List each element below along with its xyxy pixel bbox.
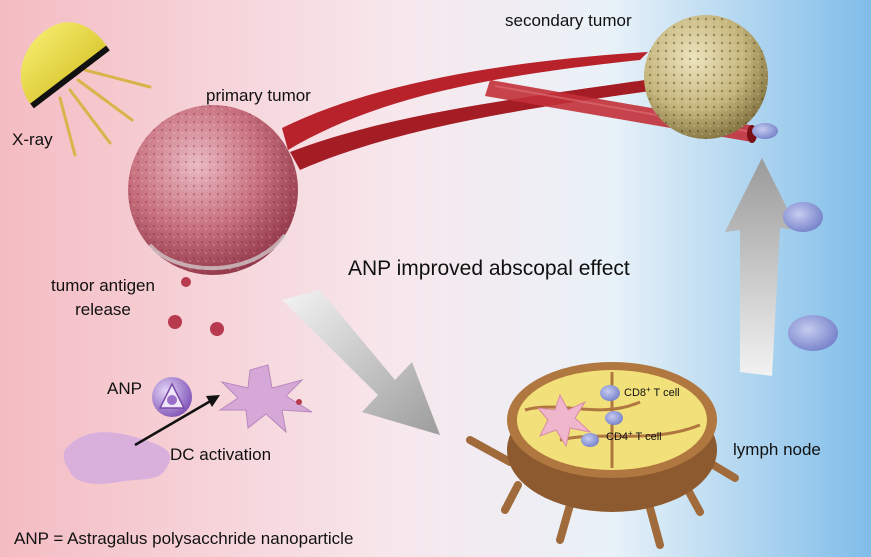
primary-tumor-label: primary tumor — [206, 86, 311, 105]
xray-source-icon — [20, 22, 152, 157]
activated-dc-icon — [218, 364, 313, 434]
xray-label: X-ray — [12, 130, 53, 149]
footnote: ANP = Astragalus polysacchride nanoparti… — [14, 529, 353, 548]
lymph-node-label: lymph node — [733, 440, 821, 459]
diagram-title: ANP improved abscopal effect — [348, 257, 630, 280]
dc-antigen — [296, 399, 302, 405]
tumor-antigen-label-line1: tumor antigen — [51, 276, 155, 295]
resting-dc-icon — [63, 432, 171, 484]
dc-activation-label: DC activation — [170, 445, 271, 464]
tumor-antigen-particles — [168, 277, 224, 336]
tumor-antigen-label-line2: release — [75, 300, 131, 319]
arrow-to-lymph-node — [282, 290, 440, 435]
anp-label: ANP — [107, 379, 142, 398]
cd4-label: CD4+ T cell — [606, 429, 662, 443]
anp-nanoparticle-icon — [152, 377, 192, 417]
migrating-t-cells — [752, 123, 838, 351]
secondary-tumor-label: secondary tumor — [505, 11, 632, 30]
secondary-tumor — [644, 15, 768, 139]
activation-arrow-icon — [134, 395, 220, 447]
primary-tumor — [128, 105, 298, 275]
lymph-node — [466, 362, 739, 549]
arrow-to-secondary-tumor — [725, 158, 798, 376]
cd8-label: CD8+ T cell — [624, 385, 680, 399]
